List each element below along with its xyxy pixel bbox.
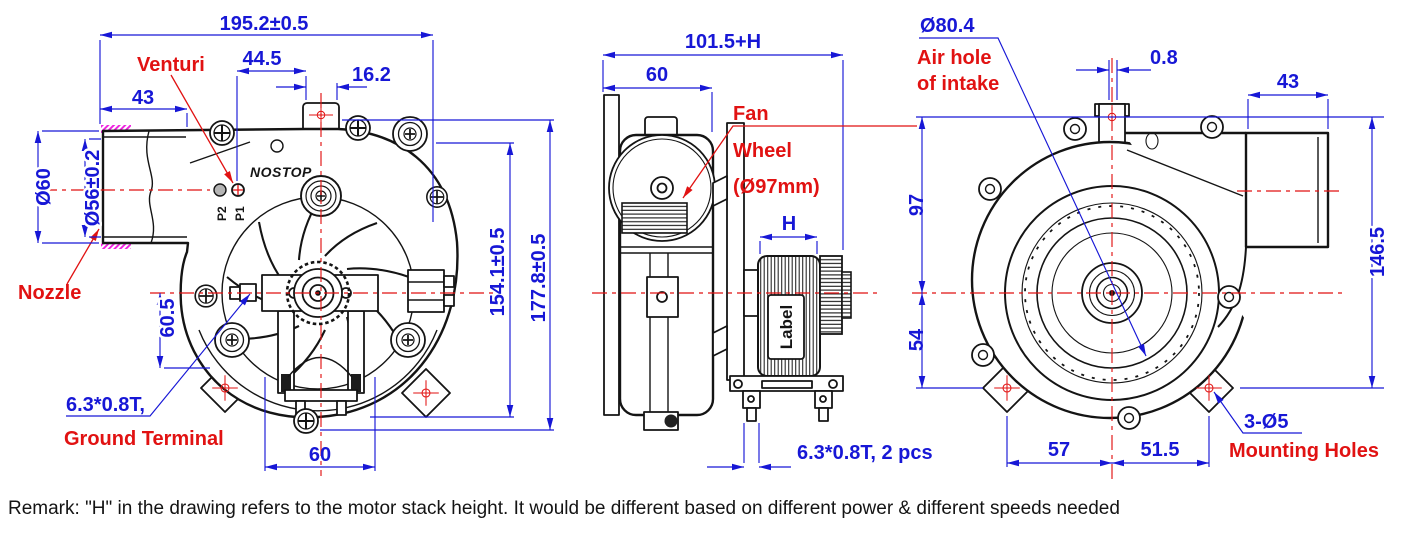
front-dimensions [34, 31, 554, 471]
bracket-hole [828, 379, 838, 389]
dim-overall-depth: 101.5+H [685, 31, 761, 53]
bracket-slot [761, 380, 813, 389]
housing-bump [1117, 406, 1141, 430]
spade-terminals [742, 390, 833, 422]
intake-dia-leader [919, 37, 1147, 357]
mounting-holes-label: Mounting Holes [1229, 440, 1379, 462]
side-view: Label 101.5+H 60 H 6.3*0.8T, 2 pcs Fan [592, 31, 933, 471]
port-p2-label: P2 [215, 206, 229, 221]
air-hole-label-2: of intake [917, 73, 999, 95]
dim-mount-width: 60 [309, 444, 331, 466]
port-p1-label: P1 [233, 206, 247, 221]
venturi-label: Venturi [137, 54, 205, 76]
edge-ear [1145, 132, 1159, 150]
front-view: P2 P1 NOSTOP [18, 13, 554, 476]
shaft-boss-hole [656, 291, 668, 303]
housing-top-right-fill [1126, 136, 1252, 330]
dim-lower-height: 54 [906, 328, 928, 351]
bracket-hole [733, 379, 743, 389]
housing-vent-hole [270, 139, 284, 153]
housing-split-line [620, 246, 713, 254]
remark-text: Remark: "H" in the drawing refers to the… [8, 498, 1120, 519]
dim-overall-height: 177.8±0.5 [528, 234, 550, 323]
dim-intake-dia: Ø80.4 [920, 15, 975, 37]
screw [194, 284, 218, 308]
nozzle-label: Nozzle [18, 282, 81, 304]
dim-hole-left: 57 [1048, 439, 1070, 461]
screw-boss [214, 322, 250, 358]
dim-outlet-length: 43 [1277, 71, 1299, 93]
screw-boss [390, 322, 426, 358]
terminal-connector [407, 269, 455, 313]
air-hole-label-1: Air hole [917, 47, 991, 69]
dim-venturi-offset: 44.5 [243, 48, 282, 70]
ground-terminal-size: 6.3*0.8T, [66, 394, 145, 416]
dim-housing-depth: 60 [646, 64, 668, 86]
fan-wheel-section [621, 202, 688, 234]
housing-bump [971, 343, 995, 367]
venturi-leader [170, 74, 234, 184]
dim-nozzle-od: Ø60 [33, 168, 55, 206]
venturi-throat-curve [146, 130, 155, 244]
scroll-transition-line [1126, 149, 1244, 197]
side-dimensions [602, 51, 844, 471]
motor-label-plate [767, 294, 805, 360]
dim-nozzle-id: Ø56±0.2 [82, 150, 104, 227]
back-dimensions [916, 37, 1384, 467]
nozzle-wall-lines [103, 136, 187, 238]
fan-wheel-label-1: Fan [733, 103, 769, 125]
motor-label-text: Label [777, 305, 796, 349]
dim-holes-spec: 3-Ø5 [1244, 411, 1288, 433]
housing-bump [1217, 285, 1241, 309]
motor-end-bell [819, 255, 843, 335]
nozzle-face-mark-top [101, 125, 131, 133]
housing-bump [978, 177, 1002, 201]
dim-tab-offset: 0.8 [1150, 47, 1178, 69]
dim-outlet-height: 146.5 [1367, 227, 1389, 277]
dim-upper-height: 97 [906, 194, 928, 216]
volute-housing-outline [101, 127, 459, 419]
ground-terminal-leader [66, 293, 251, 417]
dim-terminal-spec: 6.3*0.8T, 2 pcs [797, 442, 933, 464]
brace [712, 175, 728, 207]
fan-wheel-label-2: Wheel [733, 140, 792, 162]
nozzle-face-mark-bottom [101, 241, 131, 249]
foot-knob [664, 414, 678, 428]
motor-rear-stub [841, 271, 852, 319]
fan-hub-bore [656, 182, 668, 194]
housing-bump [1200, 115, 1224, 139]
outlet-duct [1244, 131, 1330, 249]
fan-chamber-inner [612, 138, 712, 238]
fan-wheel-leader [682, 125, 917, 199]
port-p1-crosshair [233, 185, 243, 195]
nozzle-leader [66, 228, 100, 285]
dim-axis-drop: 60.5 [157, 299, 179, 338]
dim-overall-width: 195.2±0.5 [220, 13, 309, 35]
dim-inner-height: 154.1±0.5 [487, 228, 509, 317]
brace [712, 325, 728, 357]
screw [293, 408, 319, 434]
screw-boss [392, 116, 428, 152]
housing-bump [1063, 117, 1087, 141]
back-top-tab [1098, 103, 1126, 149]
brand-text: NOSTOP [250, 164, 312, 180]
dim-tab-width: 16.2 [352, 64, 391, 86]
dim-hole-right: 51.5 [1141, 439, 1180, 461]
dim-stack-height: H [782, 213, 796, 235]
back-view: Ø80.4 Air hole of intake 0.8 43 97 54 14… [906, 15, 1392, 480]
dim-nozzle-length: 43 [132, 87, 154, 109]
housing-face-edge [189, 141, 251, 164]
mounting-holes-leader [1213, 391, 1302, 434]
screw [209, 120, 235, 146]
ground-terminal-label: Ground Terminal [64, 428, 224, 450]
side-flange [603, 94, 620, 416]
screw [425, 185, 449, 209]
scroll-inner-wall [198, 329, 438, 412]
port-p2 [213, 183, 227, 197]
fan-wheel-label-3: (Ø97mm) [733, 176, 820, 198]
